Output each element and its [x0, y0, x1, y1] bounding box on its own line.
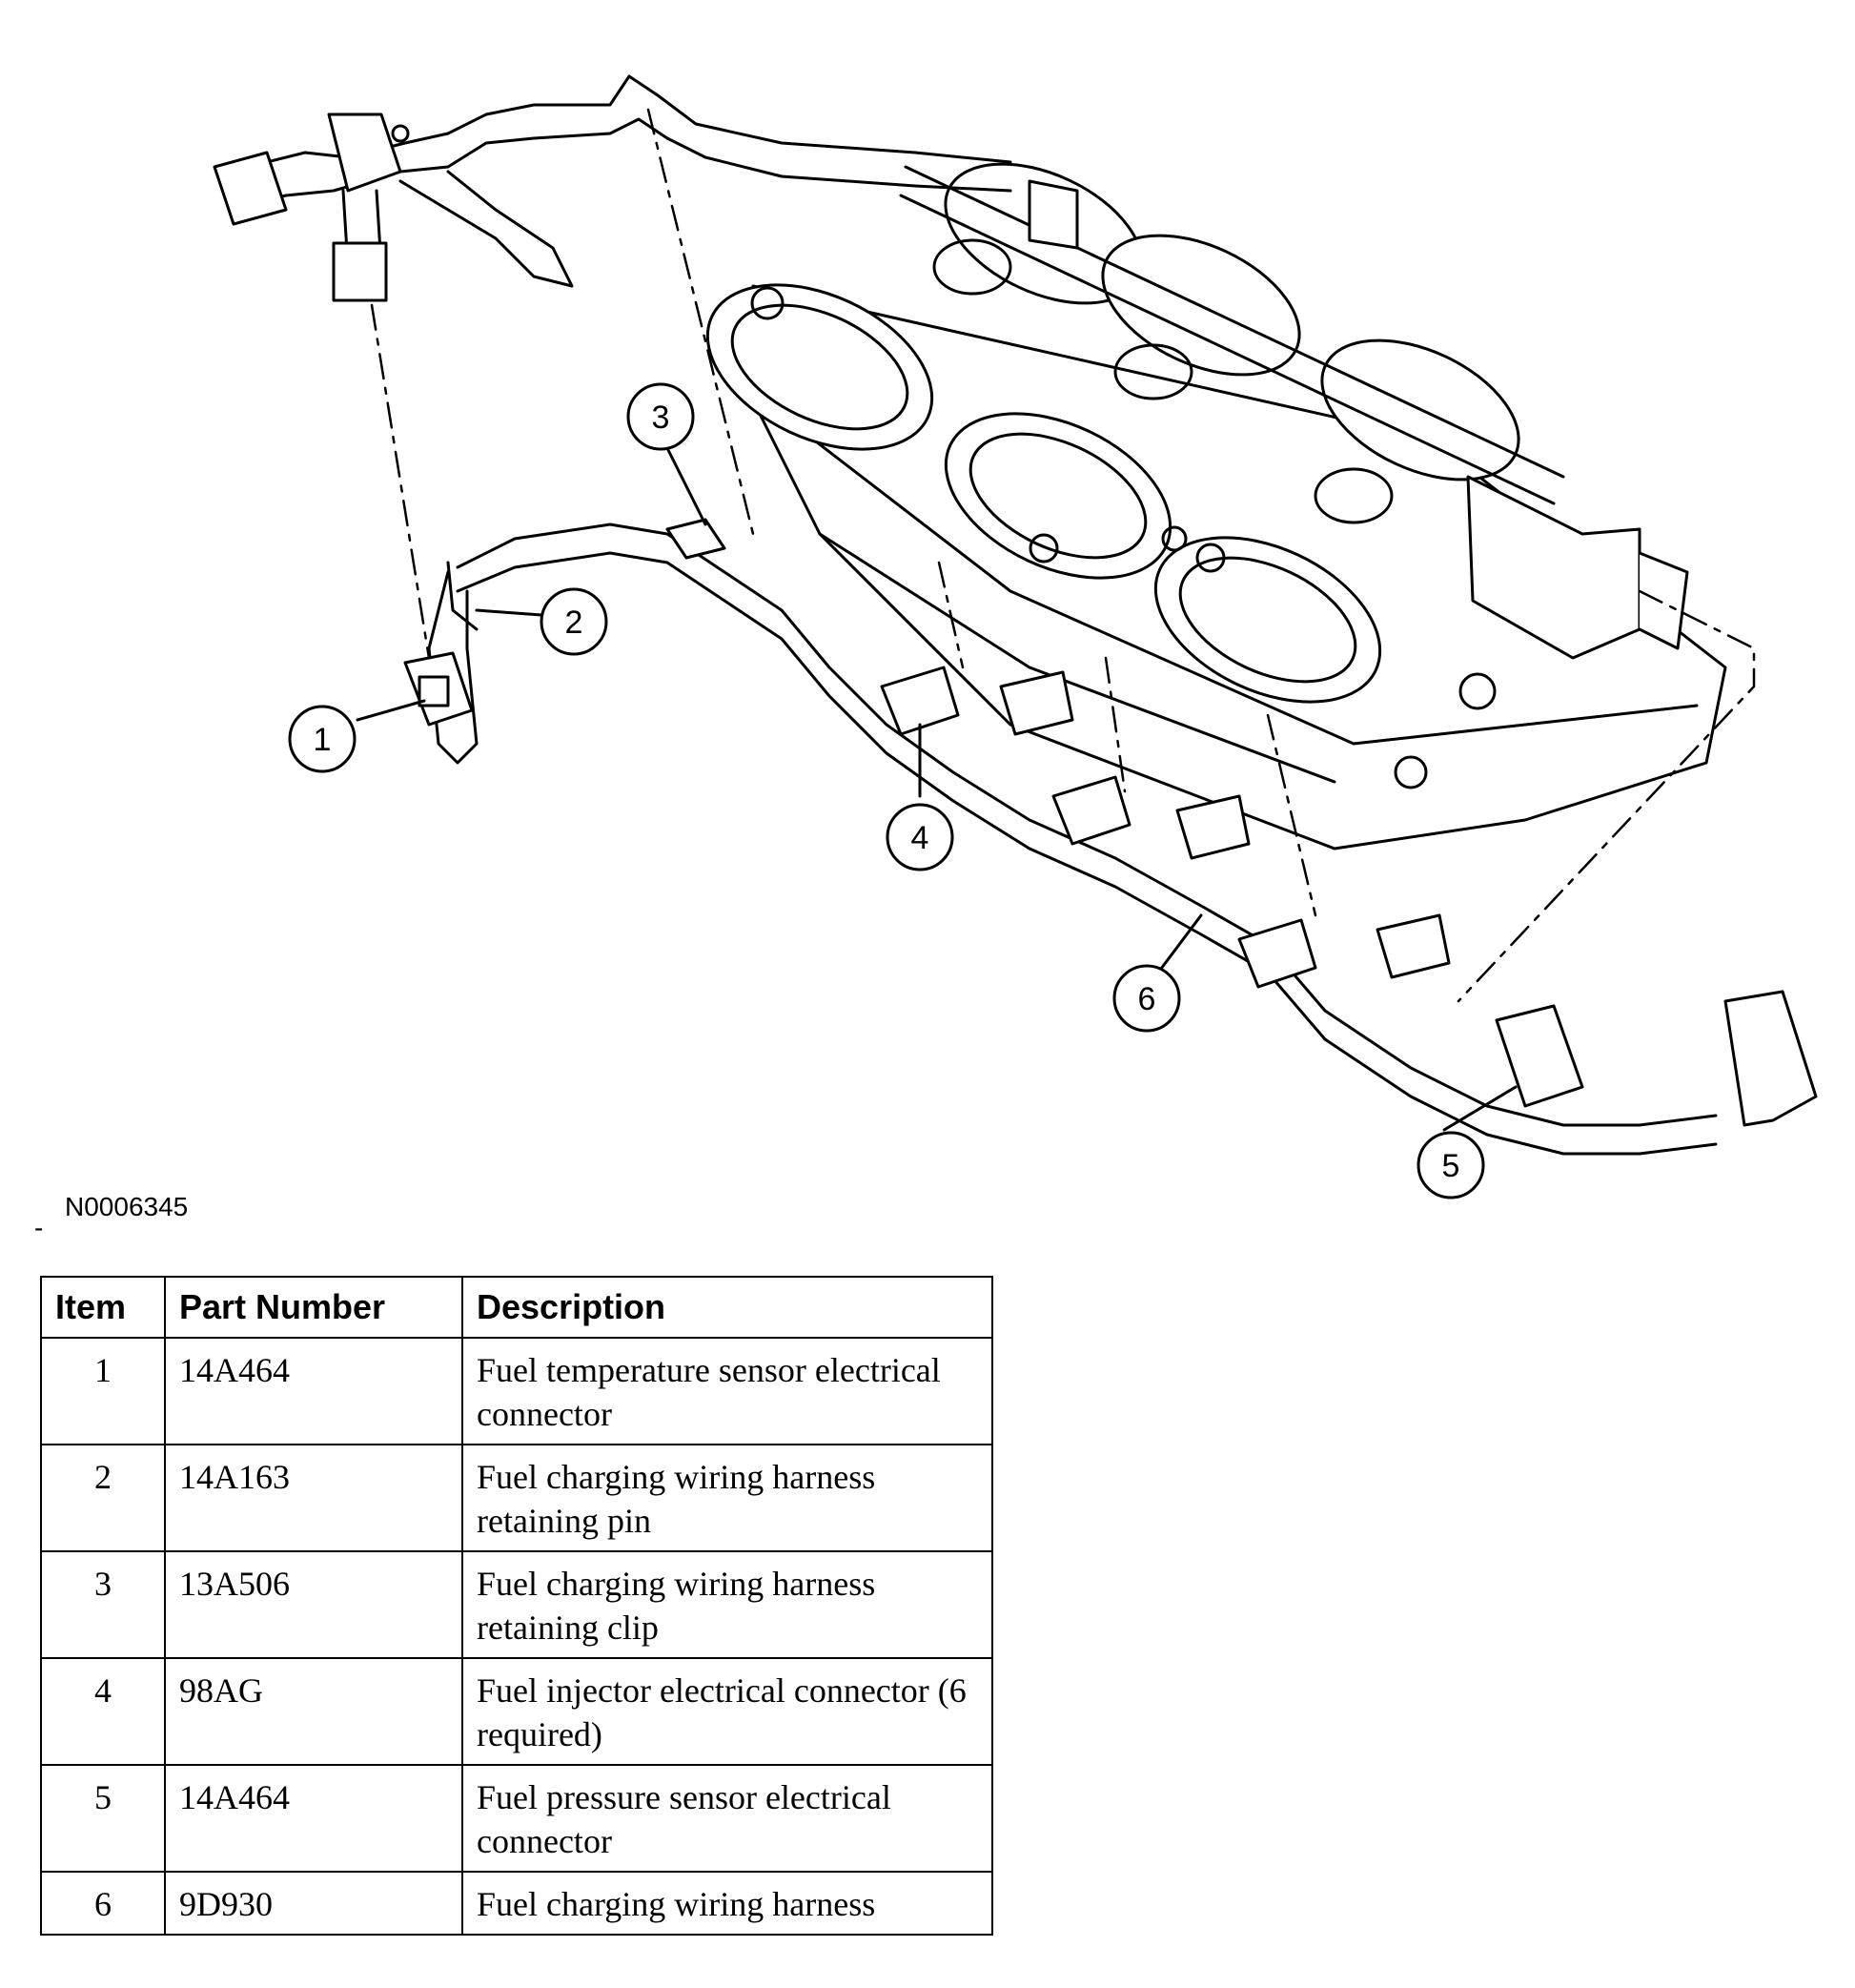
fuel-harness-diagram: 1 2 3 4 5 6 — [213, 74, 1818, 1199]
table-row: 6 9D930 Fuel charging wiring harness — [40, 1871, 993, 1936]
parts-table: Item Part Number Description 1 14A464 Fu… — [40, 1276, 993, 1936]
table-header-row: Item Part Number Description — [40, 1276, 993, 1339]
table-row: 5 14A464 Fuel pressure sensor electrical… — [40, 1764, 993, 1873]
part-number-cell: 14A464 — [164, 1764, 463, 1873]
part-number-cell: 9D930 — [164, 1871, 463, 1936]
svg-text:2: 2 — [565, 605, 583, 641]
wiring-harness — [427, 523, 1718, 1156]
item-cell: 6 — [40, 1871, 166, 1936]
header-item: Item — [40, 1276, 166, 1339]
svg-text:5: 5 — [1442, 1148, 1460, 1184]
svg-text:6: 6 — [1138, 981, 1156, 1017]
callout-2: 2 — [540, 587, 608, 656]
figure-dash: - — [34, 1213, 44, 1242]
callout-6: 6 — [1112, 964, 1181, 1033]
part-number-cell: 14A163 — [164, 1444, 463, 1552]
part-number-cell: 98AG — [164, 1657, 463, 1766]
description-cell: Fuel charging wiring harness retaining p… — [461, 1444, 993, 1552]
description-cell: Fuel temperature sensor electrical conne… — [461, 1337, 993, 1445]
fuel-rail — [899, 165, 1689, 660]
table-row: 3 13A506 Fuel charging wiring harness re… — [40, 1550, 993, 1659]
description-cell: Fuel charging wiring harness retaining c… — [461, 1550, 993, 1659]
retaining-clip — [665, 518, 726, 560]
svg-text:1: 1 — [314, 722, 332, 758]
part-number-cell: 13A506 — [164, 1550, 463, 1659]
retaining-pin — [446, 561, 479, 631]
callout-4: 4 — [886, 803, 954, 871]
header-part-number: Part Number — [164, 1276, 463, 1339]
item-cell: 5 — [40, 1764, 166, 1873]
table-row: 4 98AG Fuel injector electrical connecto… — [40, 1657, 993, 1766]
upper-harness — [213, 74, 1012, 302]
item-cell: 4 — [40, 1657, 166, 1766]
figure-id: N0006345 — [65, 1192, 189, 1221]
alignment-lines — [370, 108, 1756, 1003]
description-cell: Fuel injector electrical connector (6 re… — [461, 1657, 993, 1766]
item-cell: 2 — [40, 1444, 166, 1552]
svg-text:3: 3 — [652, 400, 670, 436]
header-description: Description — [461, 1276, 993, 1339]
item-cell: 3 — [40, 1550, 166, 1659]
description-cell: Fuel charging wiring harness — [461, 1871, 993, 1936]
intake-manifold — [705, 162, 1727, 851]
table-row: 1 14A464 Fuel temperature sensor electri… — [40, 1337, 993, 1445]
fuel-pressure-sensor-connector — [1495, 990, 1818, 1127]
table-row: 2 14A163 Fuel charging wiring harness re… — [40, 1444, 993, 1552]
fuel-temperature-sensor-connector — [403, 651, 474, 727]
callout-3: 3 — [626, 382, 695, 451]
item-cell: 1 — [40, 1337, 166, 1445]
part-number-cell: 14A464 — [164, 1337, 463, 1445]
svg-text:4: 4 — [911, 820, 929, 856]
callout-1: 1 — [288, 705, 357, 773]
injector-connectors — [880, 666, 1451, 989]
callout-5: 5 — [1417, 1131, 1485, 1199]
description-cell: Fuel pressure sensor electrical connecto… — [461, 1764, 993, 1873]
